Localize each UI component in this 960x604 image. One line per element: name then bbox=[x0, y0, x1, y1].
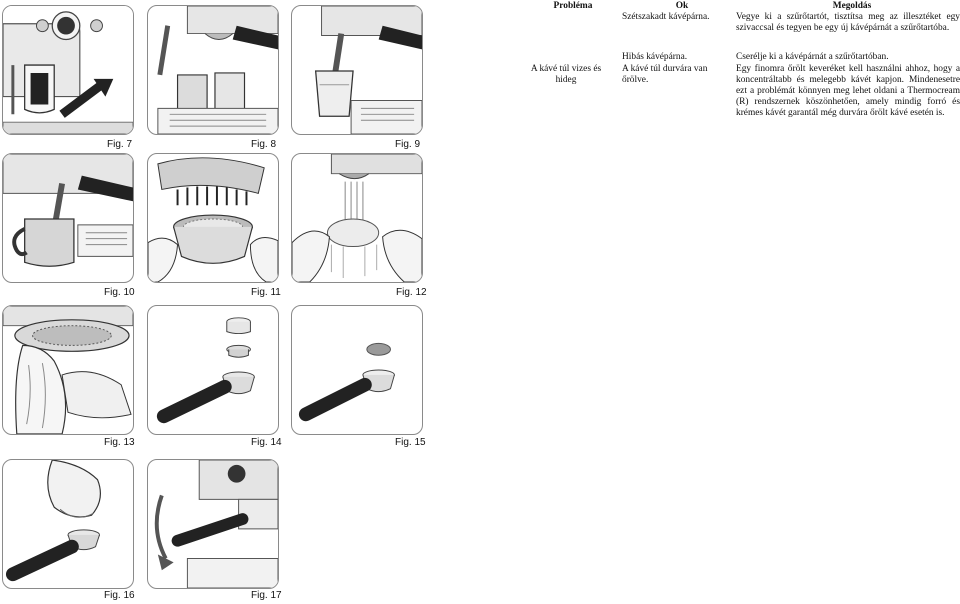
inserting-filter-holder-illustration bbox=[154, 460, 278, 588]
wiping-shower-head-illustration bbox=[3, 306, 133, 434]
brushing-filter-illustration bbox=[148, 157, 278, 282]
figure-9-panel bbox=[291, 5, 423, 135]
figure-12-panel bbox=[291, 153, 423, 283]
filter-holder-parts-illustration bbox=[156, 317, 255, 424]
figure-7-panel bbox=[2, 5, 134, 135]
figure-15-caption: Fig. 15 bbox=[395, 437, 426, 448]
coffee-pod-into-filter-illustration bbox=[298, 342, 395, 422]
header-solution: Megoldás bbox=[832, 1, 872, 11]
figure-11-panel bbox=[147, 153, 279, 283]
figure-12-caption: Fig. 12 bbox=[396, 287, 427, 298]
tamping-coffee-illustration bbox=[5, 460, 101, 582]
rinsing-filter-under-water-illustration bbox=[292, 154, 422, 282]
glass-under-steam-wand-illustration bbox=[314, 6, 422, 134]
row3-problem: A kávé túl vizes és hideg bbox=[530, 64, 602, 85]
row2-cause: Hibás kávépárna. bbox=[622, 52, 688, 62]
figure-8-panel bbox=[147, 5, 279, 135]
figure-17-caption: Fig. 17 bbox=[251, 590, 282, 601]
figure-11-caption: Fig. 11 bbox=[251, 287, 281, 298]
figure-16-caption: Fig. 16 bbox=[104, 590, 135, 601]
figure-17-panel bbox=[147, 459, 279, 589]
figure-9-caption: Fig. 9 bbox=[395, 139, 421, 150]
row3-cause: A kávé túl durvára van őrölve. bbox=[622, 64, 708, 85]
figure-15-panel bbox=[291, 305, 423, 435]
figure-7-caption: Fig. 7 bbox=[107, 139, 133, 150]
machine-front-illustration bbox=[3, 6, 133, 134]
figure-13-panel bbox=[2, 305, 134, 435]
figure-16-panel bbox=[2, 459, 134, 589]
row3-solution: Egy finomra őrölt keveréket kell használ… bbox=[736, 64, 960, 118]
mug-under-steam-wand-illustration bbox=[3, 154, 133, 267]
header-cause: Ok bbox=[675, 1, 689, 11]
row2-solution: Cserélje ki a kávépárnát a szűrőtartóban… bbox=[736, 52, 889, 62]
row1-cause: Szétszakadt kávépárna. bbox=[622, 12, 710, 22]
figure-10-caption: Fig. 10 bbox=[104, 287, 135, 298]
figure-14-caption: Fig. 14 bbox=[251, 437, 282, 448]
figure-10-panel bbox=[2, 153, 134, 283]
row1-solution: Vegye ki a szűrőtartót, tisztítsa meg az… bbox=[736, 12, 960, 33]
figure-8-caption: Fig. 8 bbox=[251, 139, 277, 150]
two-cups-under-spout-illustration bbox=[157, 6, 278, 134]
figure-13-caption: Fig. 13 bbox=[104, 437, 135, 448]
figure-14-panel bbox=[147, 305, 279, 435]
header-problem: Probléma bbox=[553, 1, 593, 11]
